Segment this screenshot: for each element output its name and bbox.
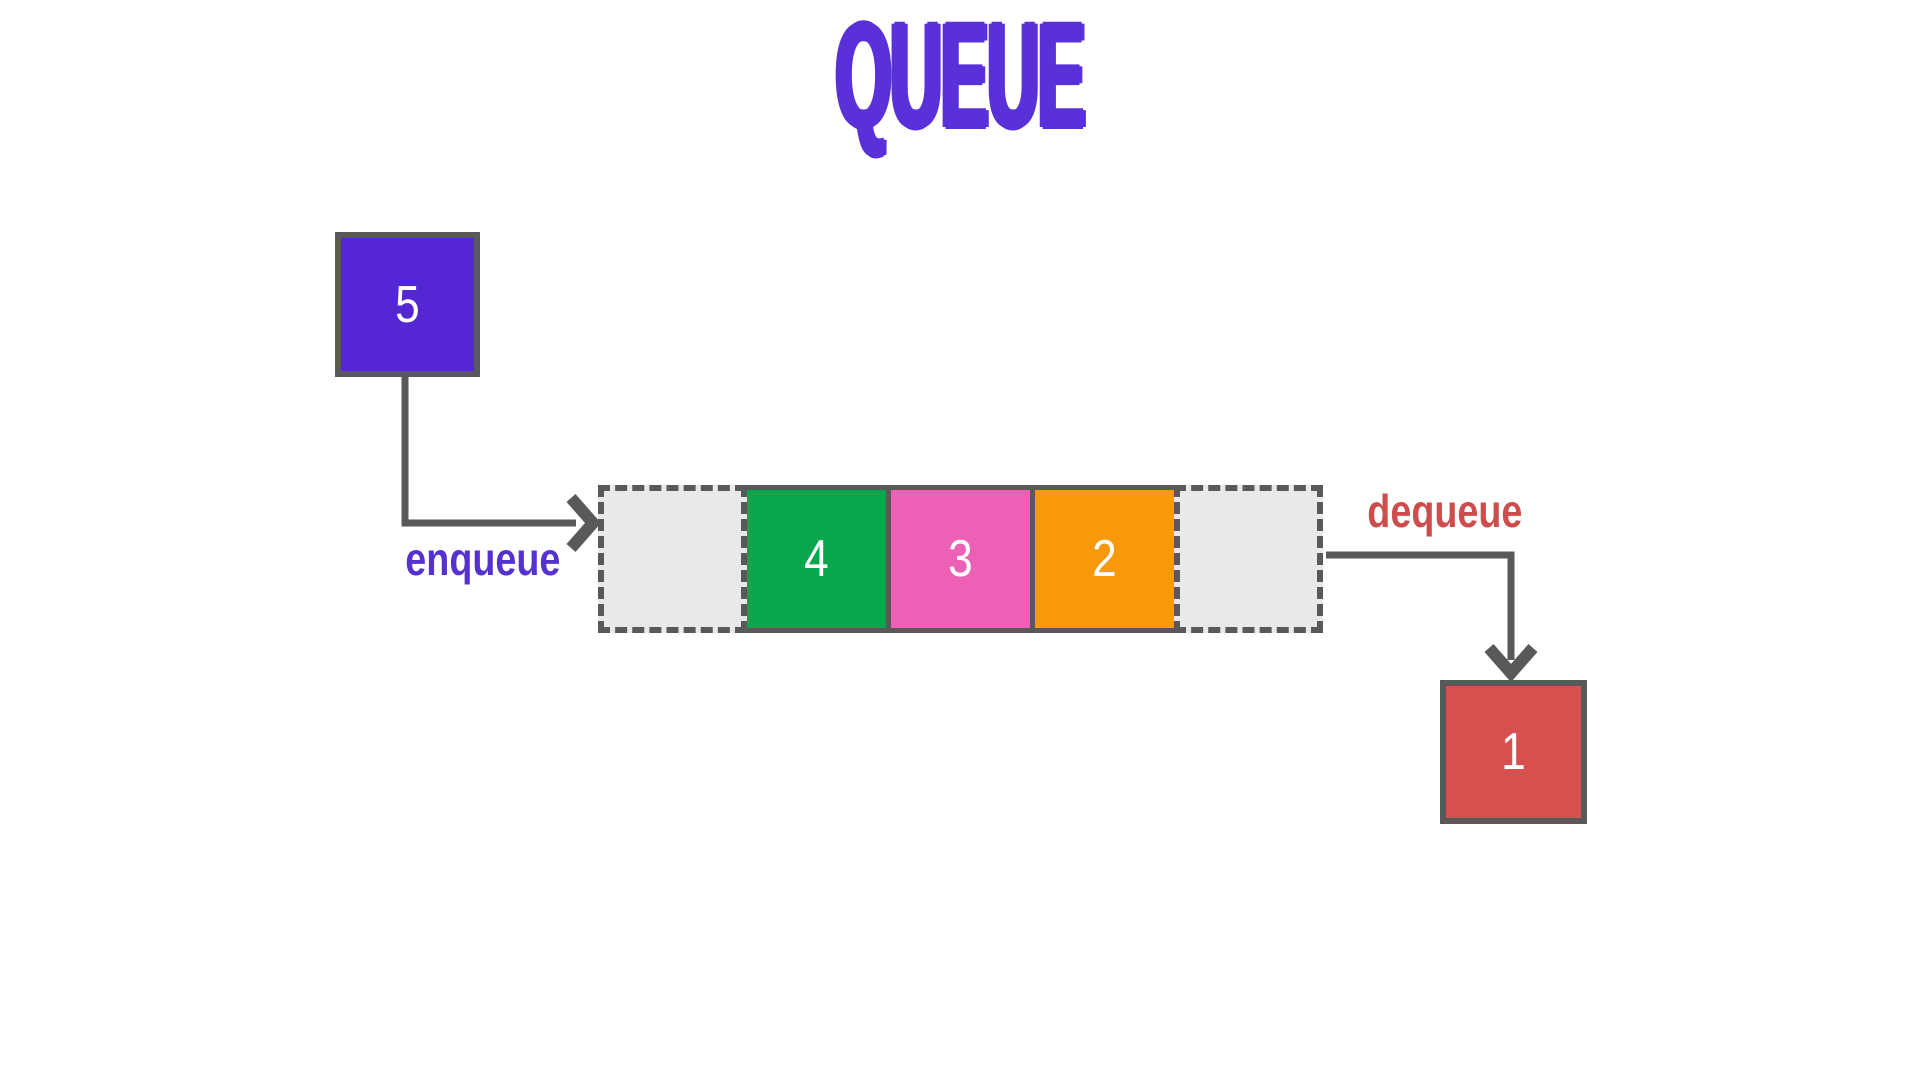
queue-row: 4 3 2: [598, 485, 1323, 633]
cell-value: 3: [948, 530, 973, 588]
enqueue-arrow: [401, 377, 601, 552]
dequeue-item-value: 1: [1501, 723, 1526, 781]
queue-cell-4: 4: [742, 485, 891, 633]
queue-cell-rear-empty: [598, 485, 747, 633]
page-title: QUEUE: [835, 0, 1086, 159]
enqueue-item-value: 5: [395, 275, 420, 334]
dequeue-arrow: [1326, 551, 1538, 683]
dequeue-label: dequeue: [1367, 485, 1523, 537]
cell-value: 4: [804, 530, 829, 588]
dequeue-arrow-line: [1326, 551, 1515, 660]
arrowhead-right-icon: [566, 494, 601, 552]
cell-value: 2: [1092, 530, 1117, 588]
enqueue-label: enqueue: [405, 533, 561, 585]
queue-cell-front-empty: [1174, 485, 1323, 633]
queue-cell-2: 2: [1030, 485, 1179, 633]
enqueue-item-box: 5: [335, 232, 480, 377]
arrowhead-down-icon: [1484, 644, 1538, 683]
queue-cell-3: 3: [886, 485, 1035, 633]
enqueue-arrow-line: [401, 377, 576, 527]
dequeue-item-box: 1: [1440, 680, 1587, 824]
